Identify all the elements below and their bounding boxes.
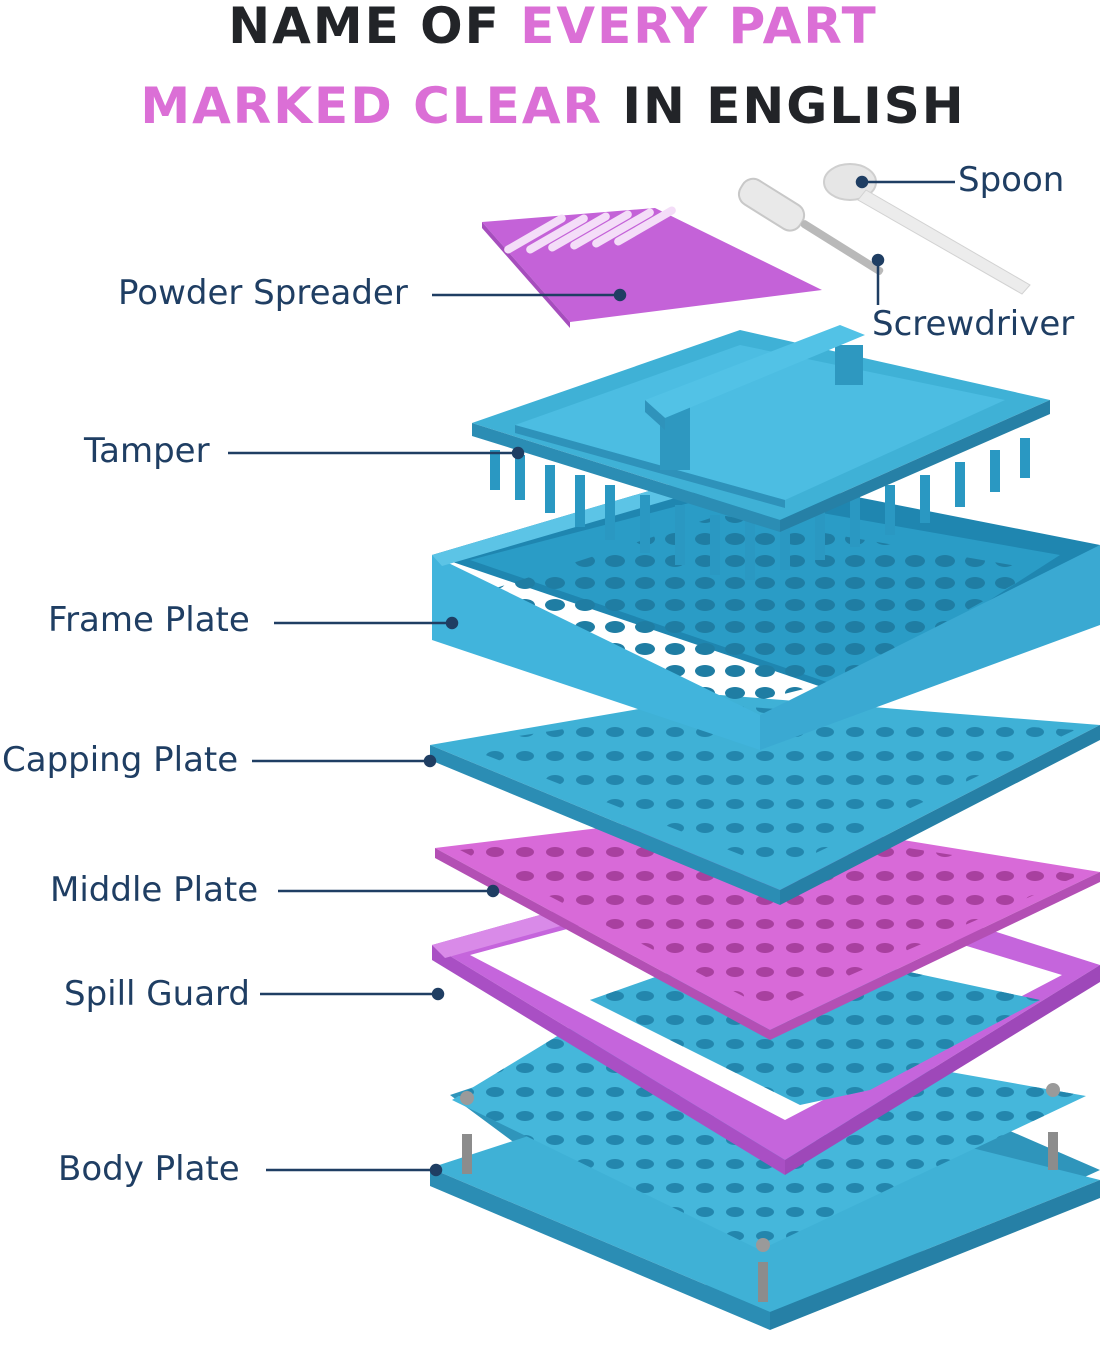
powder-spreader-art (482, 206, 822, 328)
title-line-1: NAME OF EVERY PART (0, 0, 1106, 56)
title-line-2: MARKED CLEAR IN ENGLISH (0, 76, 1106, 136)
label-spoon: Spoon (958, 160, 1065, 200)
label-tamper: Tamper (84, 431, 210, 471)
title-dark-text: IN ENGLISH (603, 77, 966, 135)
tamper-art (472, 325, 1050, 580)
label-spill-guard: Spill Guard (64, 974, 251, 1014)
label-capping-plate: Capping Plate (2, 740, 239, 780)
title-dark-text: NAME OF (228, 0, 521, 55)
leader-lines (228, 175, 955, 1177)
middle-plate-art (435, 812, 1100, 1040)
title-accent-text: EVERY PART (520, 0, 878, 55)
label-screwdriver: Screwdriver (872, 304, 1075, 344)
label-middle-plate: Middle Plate (50, 870, 259, 910)
spoon-art (823, 163, 1031, 295)
capping-plate-art (430, 695, 1100, 905)
label-body-plate: Body Plate (58, 1149, 240, 1189)
title-accent-text: MARKED CLEAR (140, 77, 604, 135)
screwdriver-art (737, 177, 884, 276)
frame-plate-art (432, 470, 1100, 750)
label-powder-spreader: Powder Spreader (118, 273, 408, 313)
label-frame-plate: Frame Plate (48, 600, 250, 640)
